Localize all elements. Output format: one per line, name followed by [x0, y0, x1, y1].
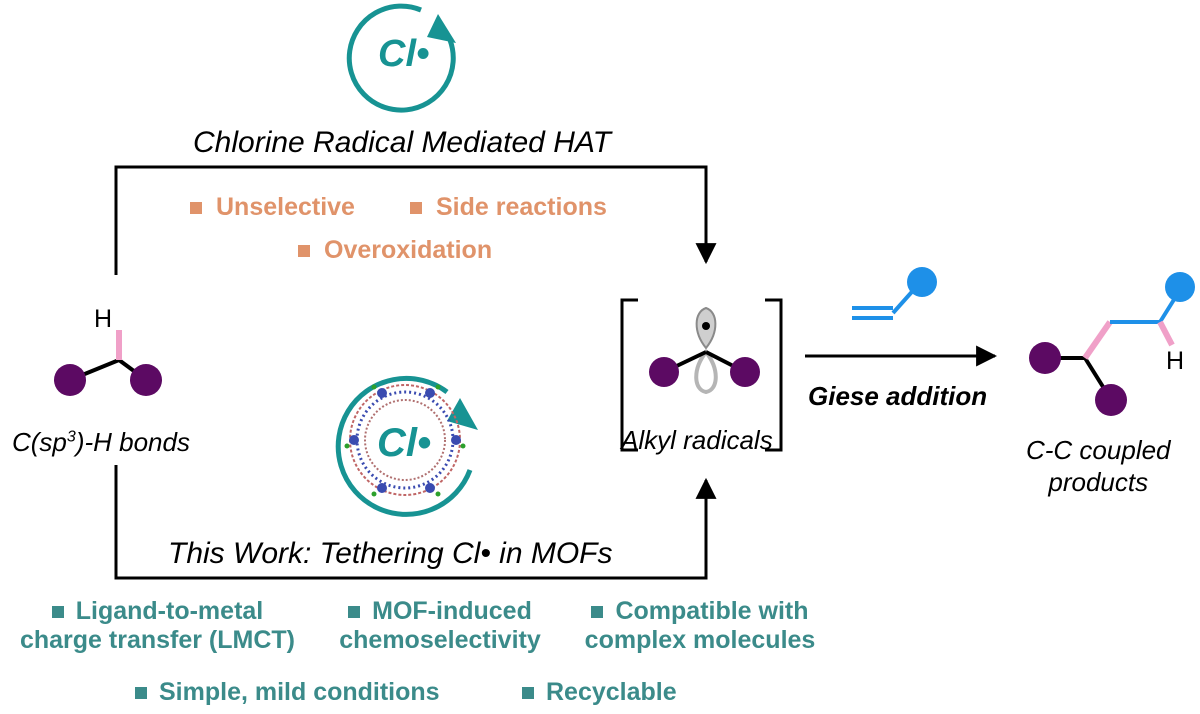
drawback-text: Unselective [216, 193, 355, 221]
mof-cycle-cl-label: Cl• [377, 421, 431, 466]
mof-cycle-icon [335, 375, 478, 517]
product-label: C-C coupled products [1026, 435, 1171, 497]
bottom-path-line [114, 465, 717, 580]
advantage-chemoselectivity: MOF-induced chemoselectivity [320, 597, 560, 655]
drawback-bullet-icon [298, 244, 310, 257]
advantage-bullet-icon [135, 686, 147, 699]
alkene-icon [852, 267, 937, 320]
drawback-bullet-icon [410, 201, 422, 214]
top-cycle-arrow-icon [346, 3, 456, 113]
start-h-atom: H [94, 305, 113, 333]
advantage-bullet-icon [591, 605, 604, 618]
top-path-line [114, 165, 717, 275]
alkyl-radical-icon [649, 306, 760, 395]
giese-label: Giese addition [808, 381, 988, 411]
advantage-compatible: Compatible with complex molecules [565, 597, 835, 655]
advantage-line1: MOF-induced [372, 597, 532, 625]
advantage-recyclable: Recyclable [522, 678, 677, 707]
advantage-line1: Simple, mild conditions [159, 678, 440, 706]
drawback-text: Side reactions [436, 193, 607, 221]
drawback-text: Overoxidation [324, 236, 493, 264]
product-molecule-icon [1029, 272, 1195, 416]
top-cycle-radical-dot: • [416, 33, 430, 75]
advantage-line1: Compatible with [615, 597, 809, 625]
advantage-bullet-icon [348, 605, 361, 618]
advantage-bullet-icon [51, 605, 64, 618]
top-path-title: Chlorine Radical Mediated HAT [193, 126, 611, 159]
product-h-atom: H [1166, 347, 1185, 375]
intermediate-label: Alkyl radicals [621, 425, 773, 455]
right-bracket [765, 298, 783, 452]
advantage-line2: charge transfer (LMCT) [19, 626, 296, 654]
drawback-unselective: Unselective [190, 193, 355, 222]
top-cycle-cl-text: Cl [378, 33, 416, 75]
drawback-overoxidation: Overoxidation [298, 236, 492, 265]
start-label: C(sp3)-H bonds [12, 427, 190, 457]
top-cycle-cl-label: Cl• [378, 33, 429, 76]
advantage-line1: Ligand-to-metal [75, 597, 264, 625]
advantage-lmct: Ligand-to-metal charge transfer (LMCT) [5, 597, 310, 655]
advantage-bullet-icon [522, 686, 534, 699]
bottom-path-title: This Work: Tethering Cl• in MOFs [168, 537, 613, 570]
advantage-line1: Recyclable [546, 678, 677, 706]
mof-cycle-cl-text: Cl [377, 421, 417, 465]
advantage-line2: chemoselectivity [339, 626, 541, 654]
mof-cycle-radical-dot: • [417, 421, 432, 465]
drawback-bullet-icon [190, 201, 202, 214]
advantage-line2: complex molecules [584, 626, 816, 654]
start-molecule-icon [54, 330, 162, 396]
advantage-mild-conditions: Simple, mild conditions [135, 678, 440, 707]
left-bracket [620, 298, 638, 452]
drawback-side-reactions: Side reactions [410, 193, 607, 222]
